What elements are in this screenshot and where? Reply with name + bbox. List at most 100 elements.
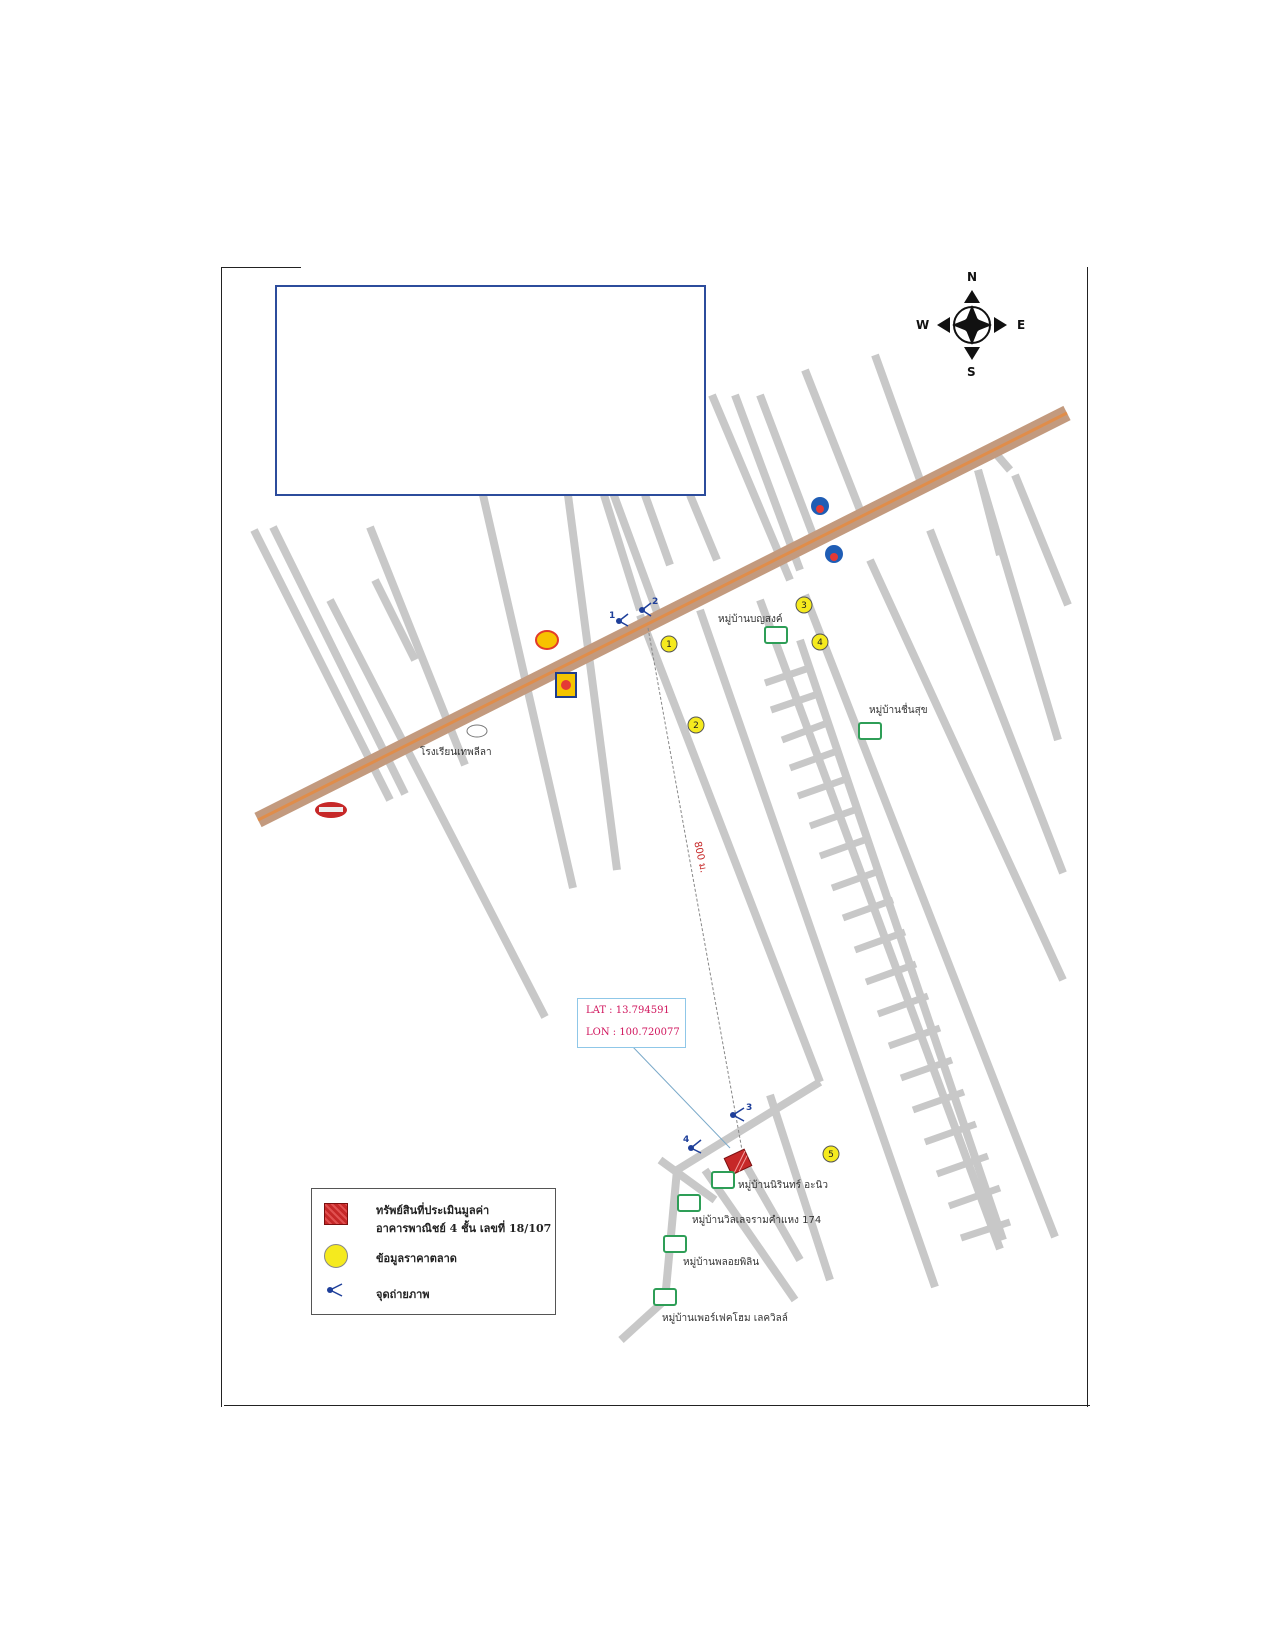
road bbox=[871, 353, 924, 482]
road bbox=[926, 528, 1067, 875]
legend-market-label: ข้อมูลราคาตลาด bbox=[376, 1252, 457, 1265]
road bbox=[788, 746, 842, 772]
compass-north: N bbox=[967, 270, 978, 284]
distance-line bbox=[647, 627, 743, 1151]
place-label: โรงเรียนเทพลีลา bbox=[420, 747, 492, 758]
market-marker-label-4: 4 bbox=[817, 638, 823, 648]
road bbox=[250, 528, 394, 802]
road bbox=[701, 1167, 799, 1303]
frame-bottom bbox=[224, 1405, 1090, 1406]
school-icon bbox=[466, 724, 488, 738]
shell-logo bbox=[535, 630, 559, 650]
road bbox=[899, 1056, 954, 1082]
road bbox=[763, 663, 814, 687]
road bbox=[371, 578, 419, 662]
place-label: หมู่บ้านชื่นสุข bbox=[869, 705, 928, 716]
road bbox=[974, 468, 1004, 557]
village-icon bbox=[711, 1171, 735, 1189]
frame-top-left bbox=[221, 267, 301, 268]
road bbox=[564, 494, 621, 871]
info-box bbox=[275, 285, 706, 496]
photo-point-label-1: 1 bbox=[609, 611, 615, 621]
legend-building-label: อาคารพาณิชย์ 4 ชั้น เลขที่ 18/107 bbox=[376, 1222, 552, 1235]
road bbox=[708, 393, 794, 582]
road bbox=[935, 1152, 990, 1178]
market-marker-label-2: 2 bbox=[693, 721, 699, 731]
road bbox=[696, 608, 939, 1289]
village-icon bbox=[663, 1235, 687, 1253]
market-marker-1 bbox=[660, 635, 678, 653]
village-icon bbox=[764, 626, 788, 644]
road bbox=[636, 613, 824, 1084]
road bbox=[947, 1184, 1002, 1210]
road bbox=[766, 1093, 834, 1282]
road bbox=[686, 493, 721, 562]
road bbox=[796, 774, 851, 800]
place-label: หมู่บ้านนิรินทร์ อะนิว bbox=[738, 1180, 828, 1191]
village-icon bbox=[858, 722, 882, 740]
road bbox=[731, 393, 804, 572]
frame-right bbox=[1087, 267, 1088, 1407]
place-label: หมู่บ้านเพอร์เฟคโฮม เลควิลล์ bbox=[662, 1313, 788, 1324]
market-marker-4 bbox=[811, 633, 829, 651]
place-label: หมู่บ้านวิลเลจรามคำแหง 174 bbox=[692, 1215, 822, 1226]
road bbox=[801, 368, 864, 512]
compass-west: W bbox=[916, 318, 930, 332]
longitude-text: LON : 100.720077 bbox=[586, 1027, 680, 1038]
road bbox=[866, 558, 1067, 982]
road bbox=[674, 1078, 823, 1174]
market-marker-3 bbox=[795, 596, 813, 614]
road bbox=[641, 493, 674, 567]
road bbox=[736, 1153, 804, 1262]
village-icon bbox=[677, 1194, 701, 1212]
latitude-text: LAT : 13.794591 bbox=[586, 1005, 670, 1016]
road bbox=[780, 718, 832, 744]
road bbox=[959, 1218, 1012, 1242]
road bbox=[830, 866, 884, 892]
road bbox=[600, 493, 644, 612]
place-label: หมู่บ้านบญสงค์ bbox=[718, 614, 783, 625]
legend-subject-label: ทรัพย์สินที่ประเมินมูลค่า bbox=[376, 1204, 490, 1217]
road bbox=[841, 896, 895, 922]
road bbox=[876, 992, 930, 1018]
market-data-swatch bbox=[324, 1244, 348, 1268]
main-road-center bbox=[257, 411, 1068, 822]
road bbox=[853, 928, 907, 954]
road bbox=[993, 452, 1014, 473]
compass-rose-icon bbox=[937, 290, 1007, 360]
market-marker-label-1: 1 bbox=[666, 640, 672, 650]
photo-point-label-2: 2 bbox=[652, 597, 658, 607]
road bbox=[818, 834, 872, 860]
photo-point-swatch bbox=[326, 1282, 346, 1298]
market-marker-2 bbox=[687, 716, 705, 734]
road bbox=[923, 1120, 978, 1146]
road bbox=[657, 1156, 718, 1204]
road bbox=[756, 598, 1004, 1251]
callout-leader bbox=[631, 1045, 731, 1149]
subject-property-swatch bbox=[324, 1203, 348, 1225]
compass-east: E bbox=[1017, 318, 1026, 332]
market-marker-label-5: 5 bbox=[828, 1150, 834, 1160]
place-label: หมู่บ้านพลอยพิลิน bbox=[683, 1257, 760, 1268]
market-marker-label-3: 3 bbox=[801, 601, 807, 611]
road bbox=[769, 689, 823, 714]
compass-south: S bbox=[967, 365, 976, 379]
subject-property-marker bbox=[723, 1148, 753, 1176]
road bbox=[756, 393, 819, 542]
coordinate-callout: LAT : 13.794591 LON : 100.720077 bbox=[577, 998, 686, 1048]
map-legend: ทรัพย์สินที่ประเมินมูลค่า อาคารพาณิชย์ 4… bbox=[311, 1188, 556, 1315]
frame-left bbox=[221, 267, 222, 1407]
road bbox=[911, 1088, 966, 1114]
road bbox=[618, 1297, 668, 1343]
photo-point-label-4: 4 bbox=[683, 1135, 689, 1145]
road bbox=[608, 488, 664, 622]
road bbox=[1011, 473, 1072, 607]
road bbox=[796, 638, 1007, 1242]
village-icon bbox=[653, 1288, 677, 1306]
photo-point-icon bbox=[327, 1283, 343, 1297]
photo-point-label-3: 3 bbox=[746, 1103, 752, 1113]
road bbox=[808, 804, 862, 830]
road bbox=[887, 1024, 942, 1050]
